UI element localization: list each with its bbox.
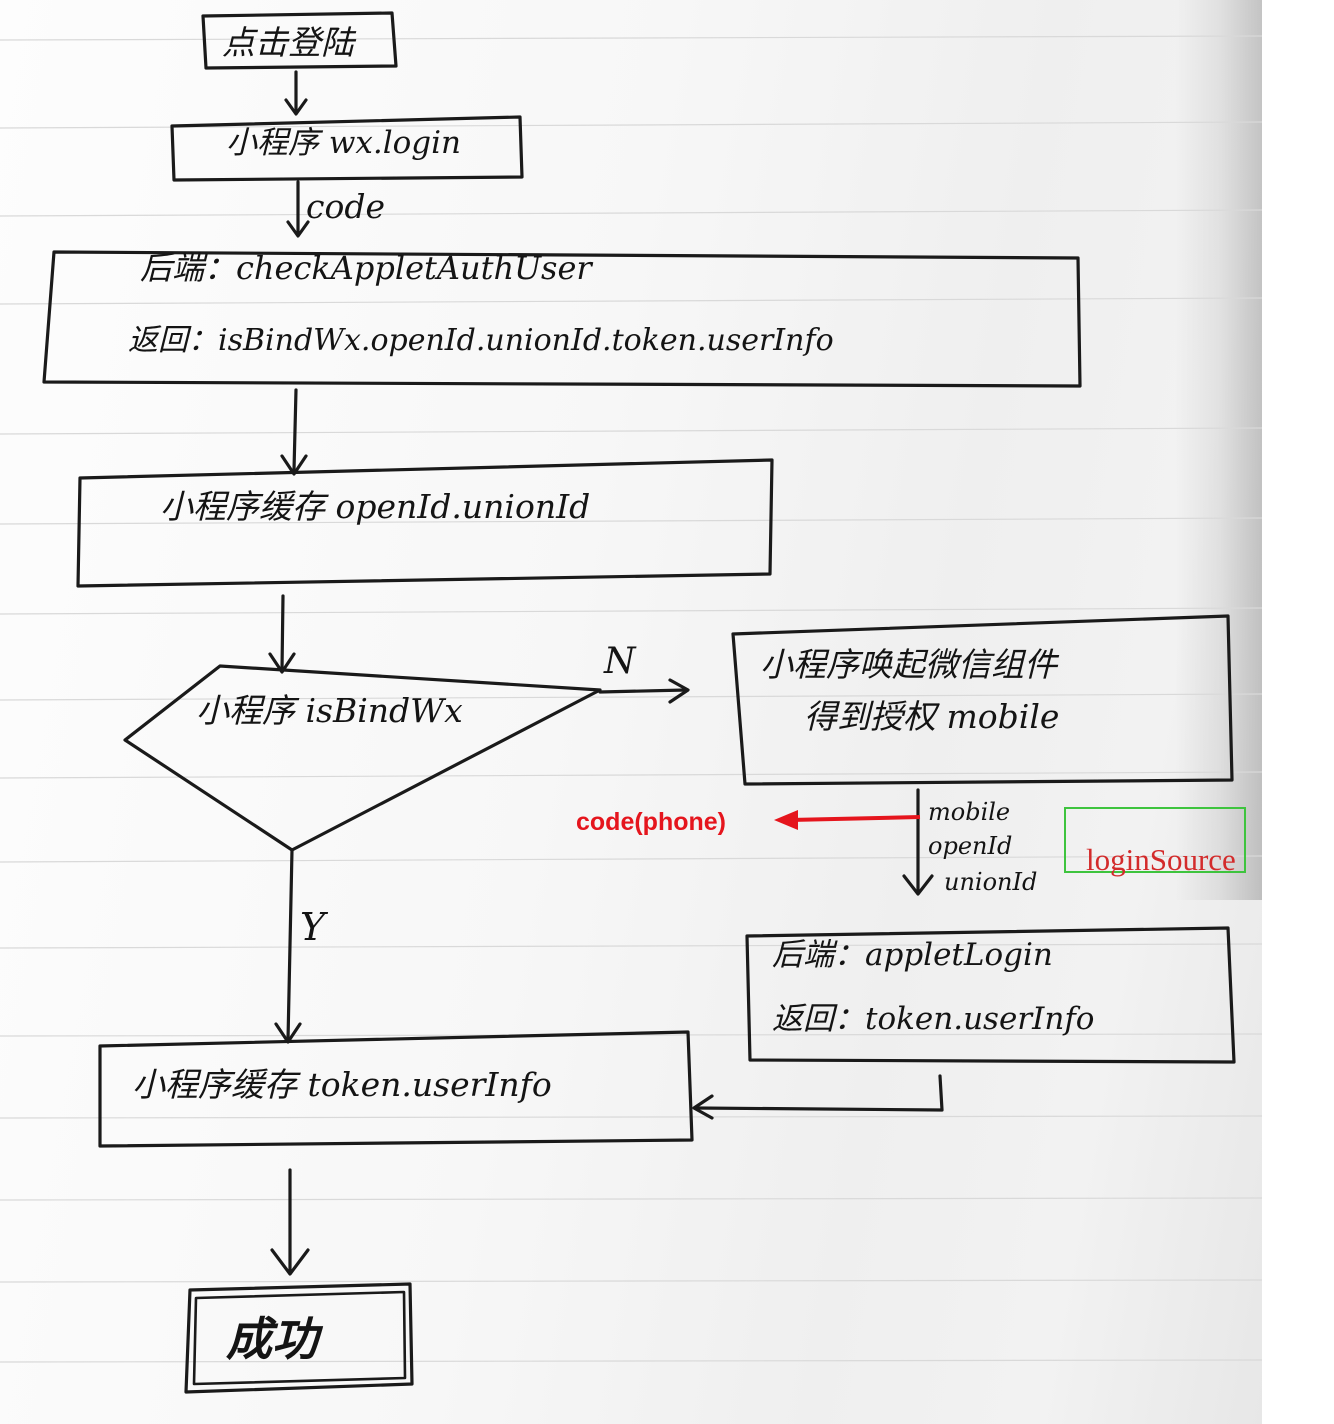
edge-label-yes: Y: [300, 905, 326, 949]
cache-openid-box: [76, 458, 774, 588]
wx-login-box: [170, 115, 524, 182]
backend-check-line1: 后端：checkAppletAuthUser: [140, 249, 592, 287]
param-unionid: unionId: [944, 868, 1038, 896]
backend-check-line2: 返回：isBindWx.openId.unionId.token.userInf…: [128, 323, 834, 358]
start-box: [201, 11, 398, 70]
cache-token-box: [98, 1030, 694, 1148]
backend-login-box: [745, 926, 1236, 1064]
arrow-cache-to-decision: [268, 594, 296, 674]
page-margin: [1262, 0, 1334, 1424]
param-mobile: mobile: [928, 798, 1011, 826]
edge-label-code: code: [306, 187, 386, 226]
notebook-paper: [0, 0, 1262, 1424]
wx-login-label: 小程序 wx.login: [226, 125, 462, 161]
backend-check-box: [42, 250, 1082, 388]
arrow-decision-yes: [274, 848, 302, 1044]
backend-login-line2: 返回：token.userInfo: [772, 1001, 1095, 1037]
wechat-component-box: [731, 614, 1234, 786]
success-box: [184, 1282, 414, 1394]
login-source-highlight: [1064, 807, 1246, 873]
decision-diamond: [123, 664, 602, 852]
paper-shadow: [1175, 0, 1265, 900]
backend-login-line1: 后端：appletLogin: [772, 937, 1053, 973]
arrow-login-to-cache: [692, 1074, 944, 1120]
decision-label: 小程序 isBindWx: [196, 691, 463, 730]
red-annotation-arrow: [774, 810, 921, 830]
success-box-inner: [192, 1290, 407, 1386]
start-label: 点击登陆: [222, 23, 354, 62]
ruled-lines: [0, 35, 1263, 1363]
cache-token-label: 小程序缓存 token.userInfo: [132, 1065, 552, 1104]
arrow-start-to-login: [284, 70, 308, 116]
edge-label-no: N: [604, 641, 636, 682]
arrow-check-to-cache: [280, 388, 308, 476]
arrow-login-to-check: [286, 180, 310, 238]
success-label: 成功: [226, 1312, 318, 1366]
code-phone-annotation: code(phone): [576, 808, 726, 836]
wechat-component-line2: 得到授权 mobile: [804, 697, 1060, 736]
arrow-decision-no: [598, 678, 690, 704]
arrow-cache-to-success: [270, 1168, 310, 1276]
wechat-component-line1: 小程序唤起微信组件: [760, 645, 1057, 684]
login-source-annotation: loginSource: [1086, 842, 1236, 877]
arrow-component-to-login: [902, 788, 934, 896]
param-openid: openId: [928, 832, 1013, 860]
cache-openid-label: 小程序缓存 openId.unionId: [160, 487, 591, 526]
